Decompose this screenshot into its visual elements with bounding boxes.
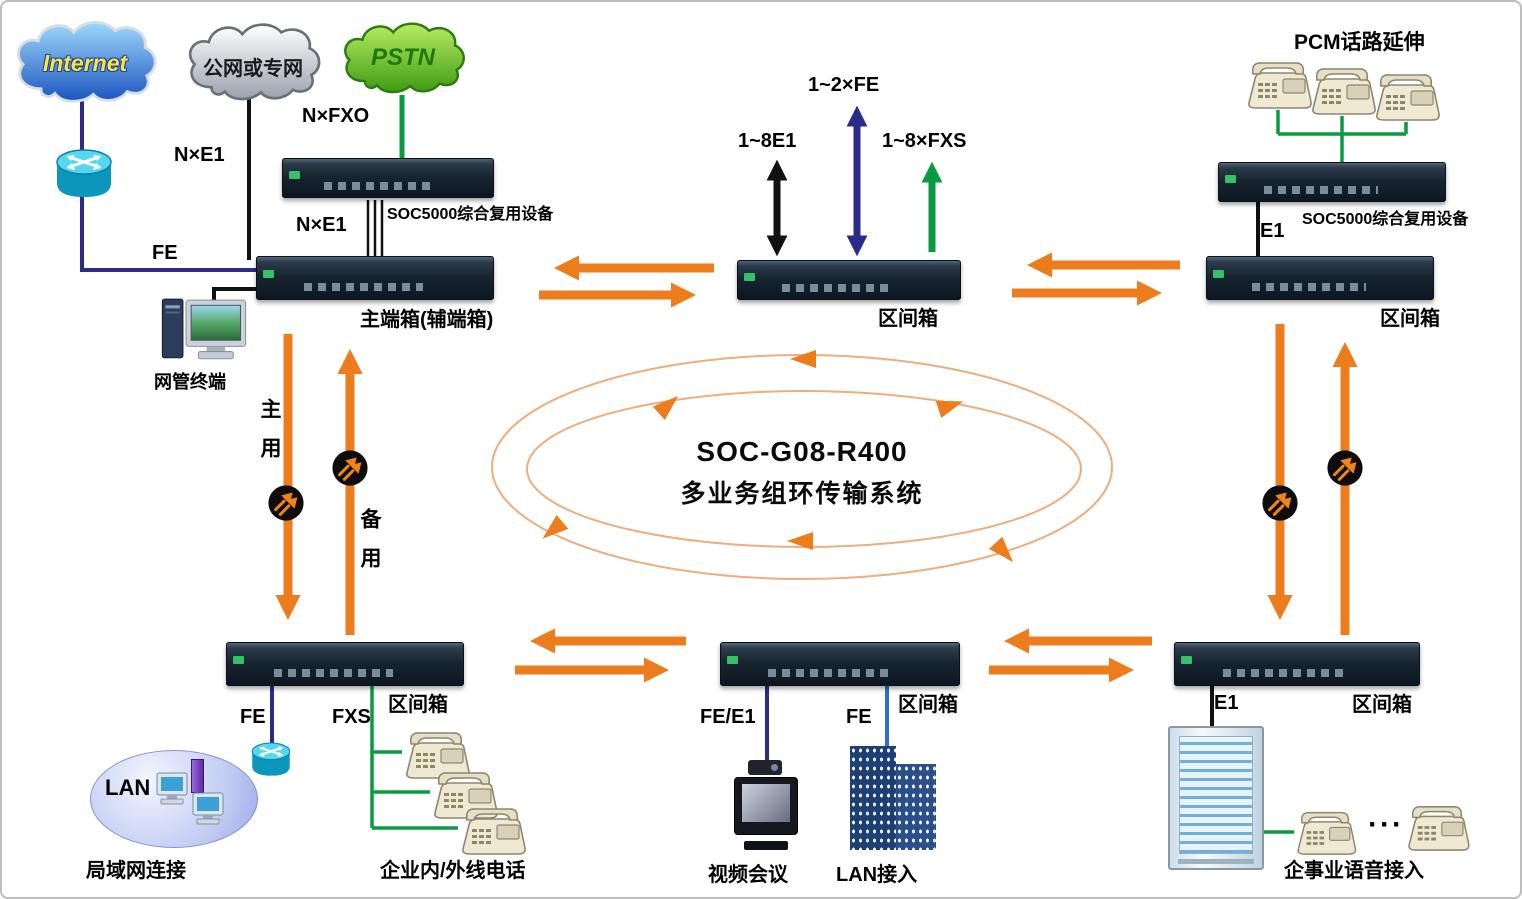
building-tower — [850, 746, 896, 850]
label-1-8fxs: 1~8×FXS — [882, 130, 967, 152]
ring-link-arrows — [275, 252, 1358, 683]
label-fe-top: FE — [152, 242, 178, 264]
caption-main-box: 主端箱(辅端箱) — [360, 309, 494, 331]
caption-section-box-tc: 区间箱 — [878, 308, 938, 330]
nms-terminal-icon — [160, 294, 248, 368]
cycle-arrows-icon — [331, 449, 369, 487]
section-box-top-center — [737, 260, 961, 300]
caption-ent-phones: 企业内/外线电话 — [380, 860, 526, 882]
soc5000-mux-left — [282, 158, 494, 198]
wan-label: 公网或专网 — [203, 58, 303, 80]
label-e1-br: E1 — [1214, 692, 1239, 714]
caption-video: 视频会议 — [708, 864, 788, 886]
label-fe-bc: FE — [846, 706, 872, 728]
voice-phone-icon — [1290, 808, 1360, 856]
ring-title: SOC-G08-R400 多业务组环传输系统 — [612, 436, 992, 510]
section-box-bottom-right — [1174, 642, 1420, 686]
ring-title-line2: 多业务组环传输系统 — [680, 480, 924, 508]
label-primary-path: 主用 — [258, 398, 281, 476]
ring-inner — [526, 390, 1082, 548]
label-n-fxo: N×FXO — [302, 105, 370, 127]
caption-soc5000-left: SOC5000综合复用设备 — [387, 206, 554, 223]
ring-direction-arrows — [542, 350, 1014, 563]
caption-pcm: PCM话路延伸 — [1294, 31, 1425, 54]
voice-phone-icon — [1400, 802, 1474, 852]
caption-nms: 网管终端 — [154, 372, 226, 392]
voice-equipment-cabinet — [1168, 726, 1264, 870]
lan-pc-icon — [189, 791, 229, 827]
caption-lan-connect: 局域网连接 — [86, 860, 186, 882]
lan-router-icon — [246, 738, 296, 780]
label-1-2fe: 1~2×FE — [808, 74, 880, 96]
building-wing — [896, 764, 936, 850]
caption-section-box-bc: 区间箱 — [898, 694, 958, 716]
label-1-8e1: 1~8E1 — [738, 130, 797, 152]
label-backup-path: 备用 — [358, 508, 381, 586]
n-e1-trunk-lines — [366, 200, 384, 258]
nms-line — [212, 287, 264, 302]
pstn-cloud: PSTN — [338, 14, 468, 102]
tv-screen — [742, 784, 790, 822]
caption-soc5000-right: SOC5000综合复用设备 — [1302, 211, 1469, 228]
tv-base — [744, 841, 788, 850]
label-n-e1-mid: N×E1 — [296, 214, 347, 236]
label-e1-right: E1 — [1260, 220, 1285, 242]
ring-title-line1: SOC-G08-R400 — [696, 436, 908, 467]
caption-lan-access: LAN接入 — [836, 864, 918, 886]
tv-frame — [734, 777, 798, 835]
caption-section-box-tr: 区间箱 — [1380, 308, 1440, 330]
wan-cloud: 公网或专网 — [180, 20, 326, 104]
cycle-arrows-icon — [267, 484, 305, 522]
camera-icon — [748, 760, 782, 775]
ent-phone-icon — [454, 804, 530, 856]
lan-label: LAN — [105, 775, 151, 800]
ellipsis-more-phones: ··· — [1368, 808, 1404, 841]
cycle-arrows-icon — [1326, 449, 1364, 487]
fxs-lines-bottom-left — [370, 686, 458, 830]
pcm-phone-icon — [1368, 70, 1444, 122]
label-fxs: FXS — [332, 706, 371, 728]
internet-cloud: Internet — [10, 14, 160, 110]
main-terminal-box — [256, 256, 494, 300]
label-n-e1-top: N×E1 — [174, 144, 225, 166]
section-box-top-right — [1206, 256, 1434, 300]
router-icon — [48, 142, 120, 204]
section-box-bottom-left — [226, 642, 464, 686]
internet-label: Internet — [42, 50, 128, 76]
cycle-arrows-icon — [1261, 484, 1299, 522]
cabinet-slats — [1179, 736, 1253, 854]
soc5000-mux-right — [1218, 162, 1446, 202]
caption-section-box-bl: 区间箱 — [388, 694, 448, 716]
label-fe-bl: FE — [240, 706, 266, 728]
label-fe-e1: FE/E1 — [700, 706, 756, 728]
video-conference-device — [734, 760, 800, 850]
section-box-bottom-center — [720, 642, 960, 686]
pstn-label: PSTN — [370, 44, 435, 71]
lan-pc-icon — [153, 771, 193, 807]
office-building-icon — [844, 746, 942, 850]
caption-section-box-br: 区间箱 — [1352, 694, 1412, 716]
lan-cloud: LAN — [90, 750, 258, 848]
caption-voice-access: 企事业语音接入 — [1284, 860, 1424, 882]
pcm-phone-lines — [1276, 110, 1408, 164]
